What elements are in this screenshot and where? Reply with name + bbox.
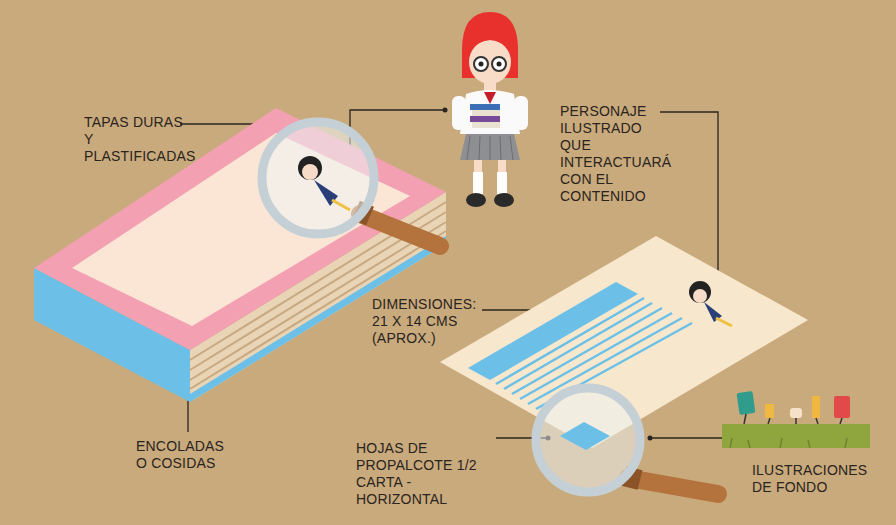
callout-label: PERSONAJE ILUSTRADO QUE INTERACTUARÁ CON… — [560, 103, 672, 205]
background-illustrations — [722, 391, 870, 448]
callout-label: ENCOLADAS O COSIDAS — [136, 438, 226, 472]
callout-label: HOJAS DE PROPALCOTE 1/2 CARTA - HORIZONT… — [356, 440, 496, 508]
magnifier — [262, 122, 440, 246]
callout-label: TAPAS DURAS Y PLASTIFICADAS — [84, 114, 184, 165]
book — [34, 108, 446, 402]
girl-character — [452, 12, 528, 207]
magnifier — [536, 388, 718, 494]
callout-label: DIMENSIONES: 21 X 14 CMS (APROX.) — [372, 296, 484, 347]
callout-label: ILUSTRACIONES DE FONDO — [752, 462, 862, 496]
